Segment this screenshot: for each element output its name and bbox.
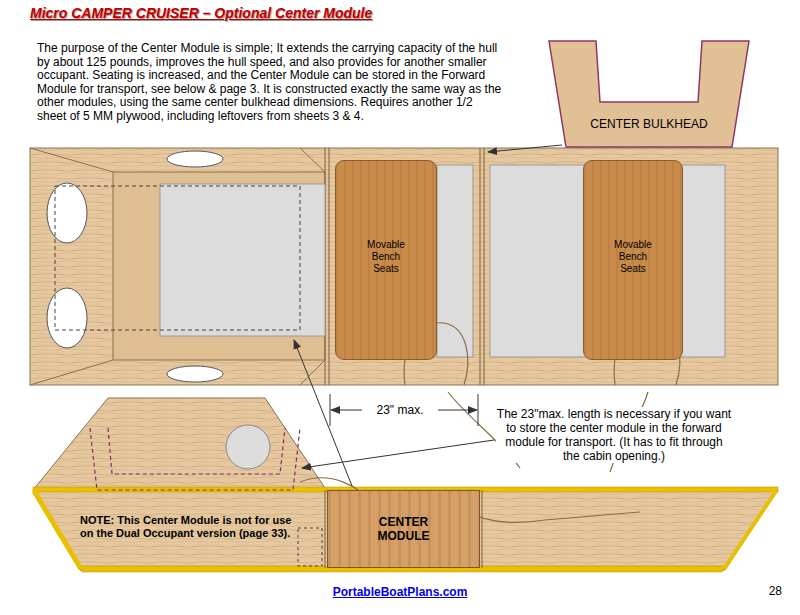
bulkhead-outline <box>548 40 750 148</box>
top-view-hull <box>480 148 481 385</box>
dimension-line <box>330 394 331 426</box>
top-view-hull <box>329 148 330 385</box>
page-number: 28 <box>748 584 782 598</box>
center-module-box: CENTER MODULE <box>327 490 480 568</box>
bench-seat: Movable Bench Seats <box>335 160 437 360</box>
top-view-hull <box>300 148 325 172</box>
part-label: CENTER MODULE <box>361 515 447 543</box>
storage-area <box>55 186 300 330</box>
top-view-hull <box>30 148 113 172</box>
top-view-hull <box>113 172 325 360</box>
dimension-label: 23" max. <box>362 403 438 417</box>
side-view-hull <box>34 491 81 569</box>
stowed-module-outline <box>298 528 322 566</box>
dimension-line <box>478 394 479 426</box>
part-label: CENTER BULKHEAD <box>590 117 707 131</box>
bench-seat: Movable Bench Seats <box>583 160 683 360</box>
leader-line <box>302 440 494 468</box>
side-view-hull <box>33 398 778 572</box>
side-view-hull <box>33 398 325 490</box>
seat-label: Movable Bench Seats <box>358 239 414 275</box>
seat-label: Movable Bench Seats <box>605 239 661 275</box>
stowed-module-outline <box>90 428 300 490</box>
side-view-hull <box>226 425 270 469</box>
oval-opening <box>47 183 87 243</box>
oval-opening <box>167 151 223 167</box>
side-view-hull <box>724 491 776 569</box>
oval-opening <box>167 366 223 382</box>
oval-opening <box>47 288 87 348</box>
intro-text: The purpose of the Center Module is simp… <box>37 42 503 124</box>
leader-line <box>488 145 562 152</box>
top-view-hull <box>30 148 778 385</box>
dimension-line <box>330 394 478 426</box>
top-view-hull <box>30 360 113 385</box>
stowed-module-outline <box>108 428 285 474</box>
occupant-outline <box>458 505 640 522</box>
leader-line <box>294 340 352 486</box>
warning-note: NOTE: This Center Module is not for use … <box>80 514 296 540</box>
bulkhead-outline <box>549 41 749 147</box>
website-link: PortableBoatPlans.com <box>300 585 500 599</box>
side-view-hull <box>33 490 778 570</box>
stowed-module-outline <box>90 428 322 566</box>
top-view-hull <box>30 148 778 385</box>
page-title: Micro CAMPER CRUISER – Optional Center M… <box>30 5 372 21</box>
bulkhead-shape: CENTER BULKHEAD <box>548 40 750 148</box>
note-text: The 23"max. length is necessary if you w… <box>496 407 732 463</box>
top-view-hull <box>484 148 485 385</box>
side-view-hull <box>325 490 326 568</box>
side-view-hull <box>482 490 483 568</box>
